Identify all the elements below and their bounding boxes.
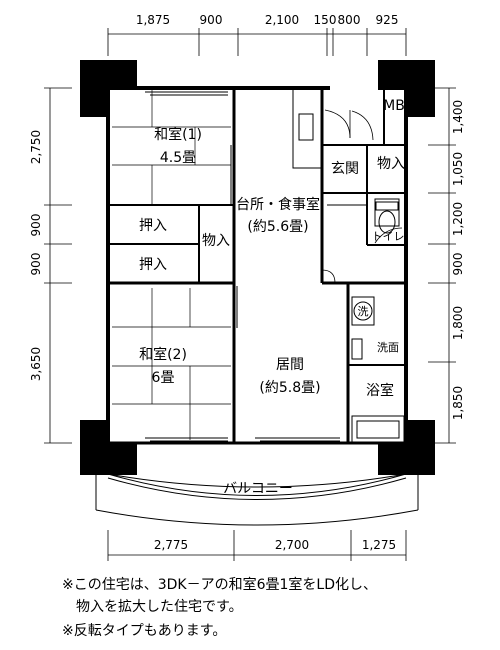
room-monoire-closet-label: 物入 <box>202 233 230 249</box>
dim-right-4: 900 <box>451 253 465 276</box>
tatami-mats <box>112 89 231 440</box>
structural-columns <box>80 60 435 475</box>
room-washitsu-1-name: 和室(1) <box>154 126 202 143</box>
dim-top-3: 2,100 <box>265 13 299 27</box>
room-bath: 浴室 <box>366 382 394 399</box>
dim-top-6: 925 <box>376 13 399 27</box>
dim-top-2: 900 <box>200 13 223 27</box>
room-toilet: トイレ <box>372 230 405 243</box>
sliding-doors <box>145 91 340 442</box>
dim-bottom-2: 2,700 <box>275 538 309 552</box>
dim-left-4: 3,650 <box>29 347 43 381</box>
room-washitsu-2-size: 6畳 <box>152 370 175 386</box>
door-swings <box>321 109 403 284</box>
dim-right-6: 1,850 <box>451 386 465 420</box>
note-line-1: ※この住宅は、3DK－アの和室6畳1室をLD化し、 <box>62 577 377 593</box>
dim-left-2: 900 <box>29 214 43 237</box>
room-monoire-storage: 物入 <box>377 156 405 172</box>
kitchen-counter <box>292 87 322 169</box>
dim-left-3: 900 <box>29 253 43 276</box>
balcony-outline <box>95 470 419 526</box>
room-washitsu-2-name: 和室(2) <box>139 346 187 363</box>
dim-left-1: 2,750 <box>29 130 43 164</box>
dim-top-5: 800 <box>338 13 361 27</box>
note-line-3: ※反転タイプもあります。 <box>62 623 227 639</box>
room-living-name: 居間 <box>276 357 304 373</box>
room-genkan: 玄関 <box>331 160 359 177</box>
room-kitchen-size: (約5.6畳) <box>247 219 308 235</box>
dim-bottom-1: 2,775 <box>154 538 188 552</box>
room-oshiire-lower: 押入 <box>139 257 167 273</box>
dim-right-5: 1,800 <box>451 306 465 340</box>
room-meter-box: MB <box>383 98 405 114</box>
room-living-size: (約5.8畳) <box>259 380 320 396</box>
walls <box>106 86 408 445</box>
note-line-2: 物入を拡大した住宅です。 <box>62 599 243 615</box>
washer-label: 洗 <box>358 305 369 318</box>
dim-right-2: 1,050 <box>451 152 465 186</box>
dim-bottom-3: 1,275 <box>362 538 396 552</box>
dim-right-1: 1,400 <box>451 100 465 134</box>
dim-right-3: 1,200 <box>451 202 465 236</box>
balcony-label: バルコニー <box>223 481 293 497</box>
dim-top-4: 150 <box>314 13 337 27</box>
dimension-lines <box>44 28 456 561</box>
room-washitsu-1-size: 4.5畳 <box>160 150 196 166</box>
room-washroom: 洗面 <box>377 341 399 354</box>
room-oshiire-upper: 押入 <box>139 218 167 234</box>
dim-top-1: 1,875 <box>136 13 170 27</box>
room-kitchen-name: 台所・食事室 <box>236 196 320 213</box>
